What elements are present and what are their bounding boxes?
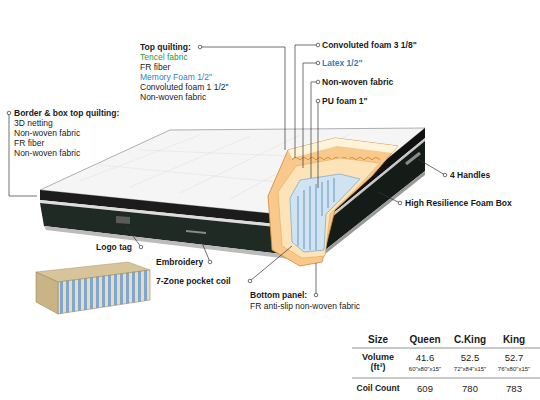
leader-dot <box>316 80 320 84</box>
logo-tag <box>116 216 130 224</box>
cutaway <box>268 138 398 266</box>
part-label: High Resilience Foam Box <box>405 198 512 208</box>
leader-dot <box>316 61 320 65</box>
table-cell: 76"x80"x15" <box>498 365 530 373</box>
part-label: Non-woven fabric <box>140 92 206 102</box>
part-label: Tencel fabric <box>140 52 188 62</box>
leader-dot <box>198 45 202 49</box>
pocket-coils <box>290 174 360 252</box>
part-label: 7-Zone pocket coil <box>156 276 231 286</box>
leader-lines <box>9 45 445 295</box>
leader-dot <box>139 245 143 249</box>
table-cell: Volume (ft³) <box>355 352 401 372</box>
leader-dot <box>248 279 252 283</box>
table-cell: 52.5 <box>461 352 480 363</box>
leader-line <box>378 192 400 203</box>
leader-dot <box>314 293 318 297</box>
part-label: FR fiber <box>140 62 170 72</box>
table-cell: 783 <box>506 383 522 394</box>
table-cell: King <box>503 334 525 346</box>
leader-dot <box>208 260 212 264</box>
leader-line <box>418 159 445 175</box>
table-cell: 609 <box>417 383 433 394</box>
leader-line <box>200 47 285 150</box>
handle <box>406 153 420 164</box>
part-label: Bottom panel: <box>250 290 307 300</box>
part-label: FR fiber <box>14 138 44 148</box>
part-label: Non-woven fabric <box>14 128 80 138</box>
table-cell: Coil Count <box>357 383 400 393</box>
leader-dot <box>316 43 320 47</box>
leader-dot <box>316 99 320 103</box>
table-cell: Queen <box>409 334 440 346</box>
table-rule <box>352 378 540 379</box>
leader-line <box>316 263 317 295</box>
coil-lines <box>298 178 334 250</box>
table-cell: 72"x84"x15" <box>454 365 486 373</box>
part-label: PU foam 1" <box>322 96 368 106</box>
part-label: Non-woven fabric <box>14 148 80 158</box>
part-label: 3D netting <box>14 118 53 128</box>
table-cell: 52.7 <box>505 352 524 363</box>
leader-dots <box>7 43 447 297</box>
part-label: Top quilting: <box>140 42 191 52</box>
leader-dot <box>443 173 447 177</box>
leader-line <box>303 63 318 168</box>
leader-dot <box>7 111 11 115</box>
table-rule <box>352 348 540 349</box>
table-cell: 60"x80"x15" <box>409 365 441 373</box>
table-cell: C.King <box>454 334 486 346</box>
table-cell: Size <box>368 334 388 346</box>
foam-box <box>278 158 380 258</box>
leader-line <box>295 45 318 158</box>
part-label: Logo tag <box>96 242 132 252</box>
part-label: Convoluted foam 1 1/2" <box>140 82 229 92</box>
part-label: 4 Handles <box>450 170 490 180</box>
leader-line <box>318 101 319 188</box>
table-cell: 41.6 <box>416 352 435 363</box>
part-label: Convoluted foam 3 1/8" <box>322 40 417 50</box>
part-label: Non-woven fabric <box>322 77 393 87</box>
leader-line <box>250 246 292 281</box>
leader-dot <box>398 201 402 205</box>
table-cell: 780 <box>462 383 478 394</box>
part-label: Embroidery <box>156 257 203 267</box>
coil-strip-side <box>36 272 58 314</box>
part-label: Memory Foam 1/2" <box>140 72 212 82</box>
part-label: Border & box top quilting: <box>14 108 119 118</box>
leader-line <box>311 82 318 178</box>
part-label: FR anti-slip non-woven fabric <box>250 301 360 311</box>
embroidery-mark <box>186 230 206 234</box>
coil-strip-front <box>58 270 150 314</box>
top-layer <box>288 138 398 158</box>
part-label: Latex 1/2" <box>322 58 362 68</box>
